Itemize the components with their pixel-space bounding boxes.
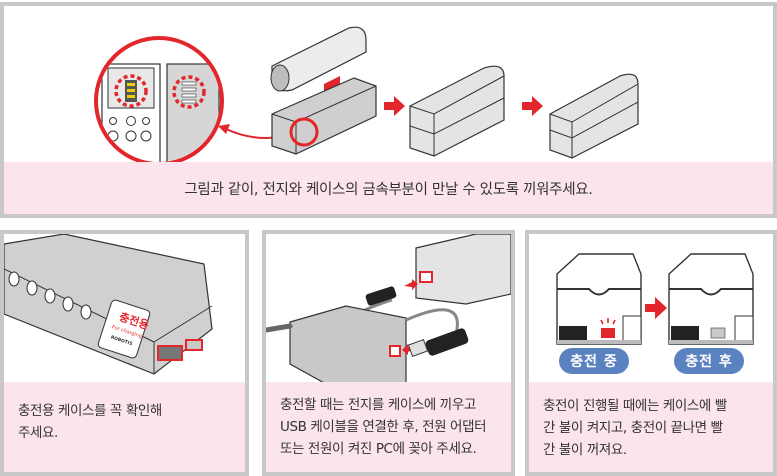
panel-caption: 충전할 때는 전지를 케이스에 끼우고 USB 케이블을 연결한 후, 전원 어… [266, 382, 511, 472]
step-arrow-icon [522, 96, 543, 116]
usb-charging-illustration [266, 234, 511, 384]
panel-caption: 충전용 케이스를 꼭 확인해 주세요. [4, 382, 245, 472]
battery-insert-panel: 그림과 같이, 전지와 케이스의 금속부분이 만날 수 있도록 끼워주세요. [0, 2, 777, 218]
caption-line: USB 케이블을 연결한 후, 전원 어댑터 [280, 419, 487, 435]
caption-line: 충전이 진행될 때에는 케이스에 빨 [543, 398, 727, 414]
charging-case-icon [556, 253, 642, 345]
charging-label-icon [97, 299, 151, 359]
instruction-caption: 그림과 같이, 전지와 케이스의 금속부분이 만날 수 있도록 끼워주세요. [4, 162, 773, 214]
caption-line: 또는 전원이 켜진 PC에 꽂아 주세요. [280, 441, 477, 457]
case-icon [271, 77, 377, 155]
magnified-contact-icon [94, 36, 224, 166]
usb-port-icon [671, 326, 699, 340]
charging-badge: 충전 중 [559, 348, 629, 374]
case-icon [415, 234, 511, 305]
led-off-icon [710, 327, 726, 339]
led-window-icon [185, 339, 203, 351]
usb-port-icon [419, 271, 433, 283]
usb-port-icon [559, 326, 587, 340]
caption-line: 주세요. [18, 425, 58, 441]
charging-case-illustration: 충전용 For charging ROBOTIS [4, 234, 213, 375]
power-adapter-icon [289, 305, 407, 384]
usb-charging-panel: 충전할 때는 전지를 케이스에 끼우고 USB 케이블을 연결한 후, 전원 어… [262, 230, 515, 476]
assembled-case-icon [409, 65, 505, 157]
caption-line: 충전용 케이스를 꼭 확인해 [18, 403, 162, 419]
usb-port-icon [157, 345, 183, 361]
step-arrow-icon [645, 297, 667, 319]
charged-case-icon [668, 253, 754, 345]
battery-icon [270, 26, 367, 92]
panel-caption: 충전이 진행될 때에는 케이스에 빨 간 불이 켜지고, 충전이 끝나면 빨 간… [529, 382, 773, 472]
caption-line: 충전할 때는 전지를 케이스에 끼우고 [280, 397, 476, 413]
charging-case-panel: 충전용 For charging ROBOTIS 충전용 케이스를 꼭 확인해 … [0, 230, 249, 476]
step-arrow-icon [384, 96, 405, 116]
battery-insert-illustration [94, 26, 639, 166]
charging-status-illustration [556, 253, 754, 345]
insert-arrow-icon [404, 279, 418, 290]
charged-badge: 충전 후 [674, 348, 744, 374]
plug-prong-icon [266, 323, 293, 333]
caption-line: 간 불이 꺼져요. [543, 442, 627, 458]
charging-status-panel: 충전 중 충전 후 충전이 진행될 때에는 케이스에 빨 간 불이 켜지고, 충… [525, 230, 777, 476]
red-led-on-icon [601, 328, 615, 338]
caption-line: 간 불이 켜지고, 충전이 끝나면 빨 [543, 420, 723, 436]
closed-case-icon [549, 73, 639, 159]
